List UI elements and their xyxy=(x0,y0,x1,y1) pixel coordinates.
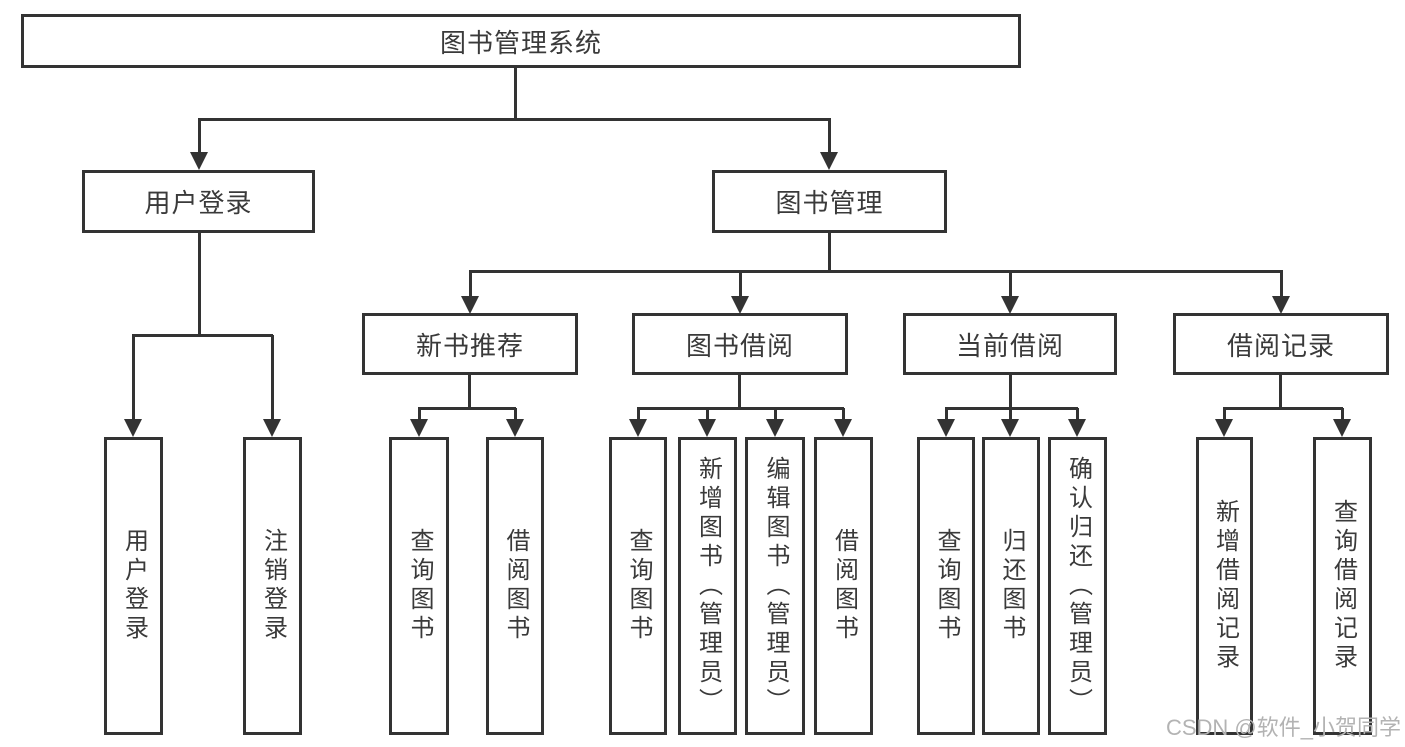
node-label: 新书推荐 xyxy=(415,330,524,361)
node-label: 当前借阅 xyxy=(955,330,1064,361)
node-label: 借阅记录 xyxy=(1226,330,1335,361)
connector xyxy=(198,233,201,336)
node-new-book-recommend: 新书推荐 xyxy=(362,313,578,375)
connector xyxy=(418,407,516,410)
arrow-down-icon xyxy=(1068,408,1086,437)
connector xyxy=(198,118,831,121)
connector xyxy=(637,407,844,410)
connector xyxy=(945,407,1078,410)
leaf-borrow-books-borrow: 借阅图书 xyxy=(814,437,873,735)
node-label: 用户登录 xyxy=(144,188,253,218)
arrow-down-icon xyxy=(461,270,479,314)
node-label: 图书借阅 xyxy=(685,330,794,361)
leaf-query-books-recommend: 查询图书 xyxy=(389,437,449,735)
connector xyxy=(1279,375,1282,409)
node-label: 查询图书 xyxy=(625,528,652,644)
node-label: 图书管理系统 xyxy=(439,27,602,58)
node-label: 编辑图书（管理员） xyxy=(762,455,789,717)
connector xyxy=(1223,407,1343,410)
connector xyxy=(828,233,831,272)
node-book-management: 图书管理 xyxy=(712,170,947,233)
connector xyxy=(132,334,273,337)
node-label: 查询图书 xyxy=(406,528,433,644)
arrow-down-icon xyxy=(263,335,281,437)
node-current-borrow: 当前借阅 xyxy=(903,313,1117,375)
node-user-login: 用户登录 xyxy=(82,170,315,233)
arrow-down-icon xyxy=(937,408,955,437)
arrow-down-icon xyxy=(1001,270,1019,314)
leaf-query-borrow-record: 查询借阅记录 xyxy=(1313,437,1372,735)
connector xyxy=(738,375,741,409)
arrow-down-icon xyxy=(124,335,142,437)
leaf-borrow-books-recommend: 借阅图书 xyxy=(486,437,544,735)
leaf-edit-books-admin: 编辑图书（管理员） xyxy=(745,437,805,735)
connector xyxy=(514,68,517,120)
arrow-down-icon xyxy=(410,408,428,437)
leaf-add-borrow-record: 新增借阅记录 xyxy=(1196,437,1253,735)
arrow-down-icon xyxy=(766,408,784,437)
leaf-confirm-return-admin: 确认归还（管理员） xyxy=(1048,437,1107,735)
node-label: 归还图书 xyxy=(998,528,1025,644)
leaf-logout-login: 注销登录 xyxy=(243,437,302,735)
arrow-down-icon xyxy=(1001,408,1019,437)
node-label: 注销登录 xyxy=(259,528,287,644)
node-borrow-records: 借阅记录 xyxy=(1173,313,1389,375)
node-label: 新增图书（管理员） xyxy=(694,455,722,717)
connector xyxy=(468,375,471,409)
leaf-add-books-admin: 新增图书（管理员） xyxy=(678,437,737,735)
node-label: 用户登录 xyxy=(120,528,148,644)
arrow-down-icon xyxy=(698,408,716,437)
watermark: CSDN @软件_小贺同学 xyxy=(1165,715,1401,740)
node-label: 借阅图书 xyxy=(830,528,858,644)
arrow-down-icon xyxy=(820,119,838,170)
arrow-down-icon xyxy=(1215,408,1233,437)
node-label: 查询图书 xyxy=(933,528,960,644)
arrow-down-icon xyxy=(1272,270,1290,314)
arrow-down-icon xyxy=(1333,408,1351,437)
leaf-query-books-current: 查询图书 xyxy=(917,437,975,735)
leaf-user-login: 用户登录 xyxy=(104,437,163,735)
node-book-borrow: 图书借阅 xyxy=(632,313,848,375)
leaf-query-books-borrow: 查询图书 xyxy=(609,437,667,735)
node-label: 查询借阅记录 xyxy=(1329,499,1357,673)
arrow-down-icon xyxy=(506,408,524,437)
leaf-return-books: 归还图书 xyxy=(982,437,1040,735)
node-label: 图书管理 xyxy=(775,188,884,218)
node-library-system: 图书管理系统 xyxy=(21,14,1021,68)
connector xyxy=(1009,375,1012,409)
connector xyxy=(469,270,1282,273)
node-label: 新增借阅记录 xyxy=(1211,499,1239,673)
arrow-down-icon xyxy=(834,408,852,437)
node-label: 确认归还（管理员） xyxy=(1064,455,1092,717)
arrow-down-icon xyxy=(190,119,208,170)
node-label: 借阅图书 xyxy=(502,528,529,644)
arrow-down-icon xyxy=(629,408,647,437)
arrow-down-icon xyxy=(731,270,749,314)
